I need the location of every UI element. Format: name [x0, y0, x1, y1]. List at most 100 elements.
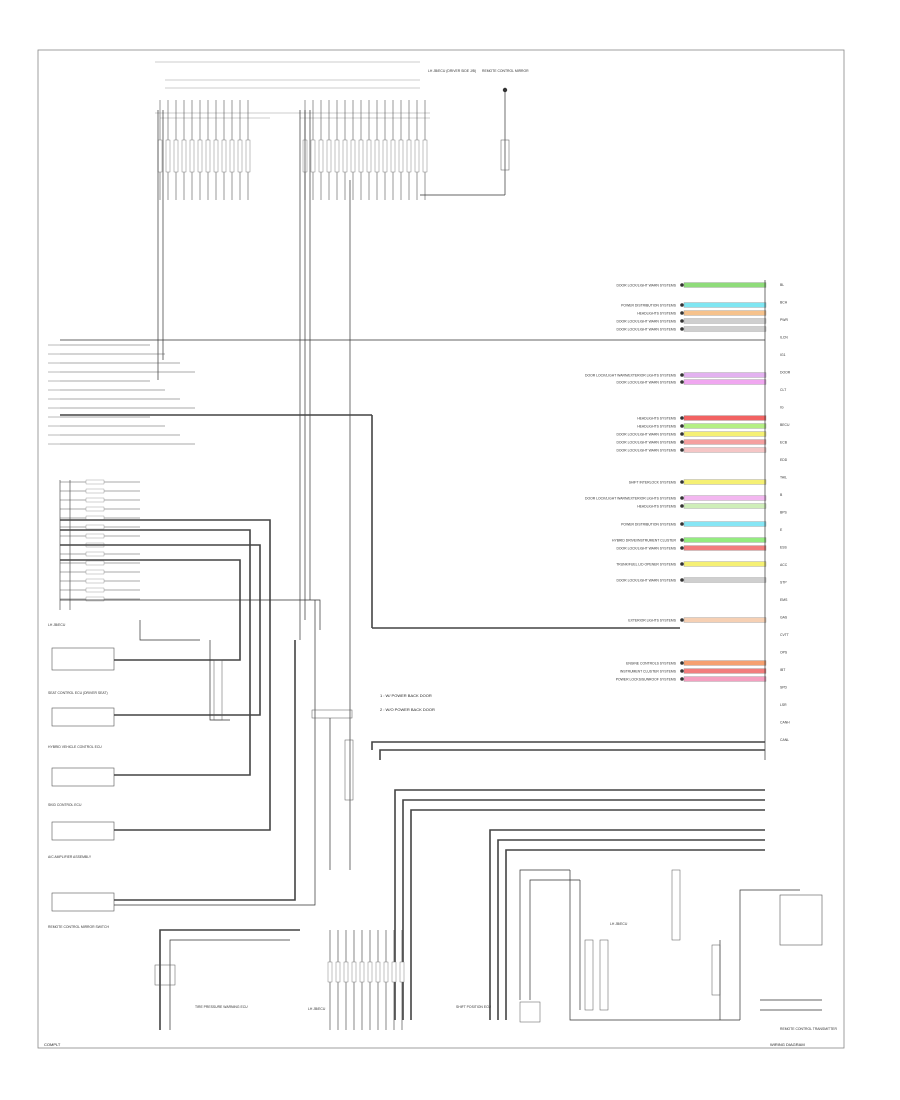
wire-row-label: DOOR LOCK/LIGHT WARN SYSTEMS [616, 578, 676, 582]
left-comp-5: REMOTE CONTROL MIRROR SWITCH [48, 925, 109, 929]
wire-row: DOOR LOCK/LIGHT WARN SYSTEMS [616, 318, 767, 324]
splice-dot-icon [680, 380, 684, 384]
wire-row: SHIFT INTERLOCK SYSTEMS [629, 479, 767, 485]
wire-row-label: HYBRID DRIVE/INSTRUMENT CLUSTER [612, 538, 677, 542]
splice-dot-icon [680, 562, 684, 566]
bottom-comp-0: TIRE PRESSURE WARNING ECU [195, 1005, 248, 1009]
splice-dot-icon [680, 319, 684, 323]
splice-dot-icon [680, 661, 684, 665]
right-pin-label: ESS [780, 546, 788, 550]
right-pin-label: GAS [780, 616, 788, 620]
right-pin-label: EDD [780, 458, 788, 462]
lower-right-wires [371, 741, 823, 1021]
wire-row-label: DOOR LOCK/LIGHT WARN/EXTERIOR LIGHTS SYS… [585, 373, 677, 377]
wire-row-label: DOOR LOCK/LIGHT WARN SYSTEMS [616, 432, 676, 436]
right-pin-label: BCH [780, 301, 788, 305]
wire-row: DOOR LOCK/LIGHT WARN/EXTERIOR LIGHTS SYS… [585, 372, 767, 378]
wire-row-label: DOOR LOCK/LIGHT WARN SYSTEMS [616, 327, 676, 331]
wire-row: HYBRID DRIVE/INSTRUMENT CLUSTER [612, 537, 767, 543]
splice-dot-icon [680, 432, 684, 436]
splice-dot-icon [680, 283, 684, 287]
wire-row-label: TRUNK/FUEL LID OPENER SYSTEMS [616, 562, 677, 566]
wire-row: POWER DISTRIBUTION SYSTEMS [621, 521, 767, 527]
right-pin-label: CANL [780, 738, 789, 742]
wire-row: HEADLIGHTS SYSTEMS [637, 503, 767, 509]
bottom-comp-3: LH JB/ECU [610, 922, 628, 926]
diagram-frame [37, 49, 845, 1049]
bottom-comp-2: SHIFT POSITION ECU [456, 1005, 492, 1009]
ground-terminal-icon [502, 87, 508, 93]
right-pin-label: ILCN [780, 336, 788, 340]
right-pin-label: STP [780, 581, 787, 585]
wire-row-label: DOOR LOCK/LIGHT WARN SYSTEMS [616, 440, 676, 444]
wire-row: INSTRUMENT CLUSTER SYSTEMS [620, 668, 767, 674]
wire-row: DOOR LOCK/LIGHT WARN SYSTEMS [616, 439, 767, 445]
left-comp-3: SKID CONTROL ECU [48, 803, 82, 807]
right-pin-label: IG [780, 406, 784, 410]
wire-row-label: INSTRUMENT CLUSTER SYSTEMS [620, 669, 677, 673]
wire-row-label: HEADLIGHTS SYSTEMS [637, 416, 677, 420]
splice-dot-icon [680, 373, 684, 377]
splice-dot-icon [680, 327, 684, 331]
left-components: LH JB/ECU SEAT CONTROL ECU (DRIVER SEAT)… [48, 623, 115, 929]
footer-right: WIRING DIAGRAM [770, 1042, 805, 1047]
right-pin-label: DOOR [780, 371, 791, 375]
right-pin-label: BL [780, 283, 784, 287]
wire-row: DOOR LOCK/LIGHT WARN SYSTEMS [616, 431, 767, 437]
splice-dot-icon [680, 504, 684, 508]
right-pin-label: E [780, 528, 783, 532]
splice-dot-icon [680, 618, 684, 622]
splice-dot-icon [680, 416, 684, 420]
right-pin-label: CVTT [780, 633, 789, 637]
right-pin-label: B [780, 493, 783, 497]
splice-dot-icon [680, 424, 684, 428]
right-pin-label: IBT [780, 668, 785, 672]
wire-row: DOOR LOCK/LIGHT WARN SYSTEMS [616, 577, 767, 583]
right-pin-label: LSR [780, 703, 787, 707]
wire-row: DOOR LOCK/LIGHT WARN SYSTEMS [616, 379, 767, 385]
mirror-connector [500, 139, 510, 171]
wire-row: HEADLIGHTS SYSTEMS [637, 423, 767, 429]
wire-row: EXTERIOR LIGHTS SYSTEMS [628, 617, 767, 623]
bottom-connectors [154, 929, 541, 1030]
wire-row-label: DOOR LOCK/LIGHT WARN/EXTERIOR LIGHTS SYS… [585, 496, 677, 500]
splice-dot-icon [680, 677, 684, 681]
right-pin-label: IG1 [780, 353, 786, 357]
right-pin-label: CLT [780, 388, 786, 392]
right-pin-label: CANH [780, 721, 790, 725]
wire-row-label: HEADLIGHTS SYSTEMS [637, 424, 677, 428]
wire-row: TRUNK/FUEL LID OPENER SYSTEMS [616, 561, 767, 567]
splice-dot-icon [680, 440, 684, 444]
left-upper-connector [48, 344, 195, 445]
splice-dot-icon [680, 546, 684, 550]
left-comp-0: LH JB/ECU [48, 623, 66, 627]
right-pin-label: TAIL [780, 476, 787, 480]
wire-row: POWER DISTRIBUTION SYSTEMS [621, 302, 767, 308]
top-wires-left [157, 100, 251, 200]
left-component-wires [60, 519, 354, 906]
left-comp-2: HYBRID VEHICLE CONTROL ECU [48, 745, 102, 749]
right-pin-label: OPS [780, 651, 788, 655]
splice-dot-icon [680, 311, 684, 315]
wire-row: HEADLIGHTS SYSTEMS [637, 310, 767, 316]
right-pin-label: ACC [780, 563, 788, 567]
splice-dot-icon [680, 448, 684, 452]
splice-dot-icon [680, 669, 684, 673]
right-pin-label: BECU [780, 423, 790, 427]
left-comp-4: A/C AMPLIFIER ASSEMBLY [48, 855, 92, 859]
wire-row-label: POWER DISTRIBUTION SYSTEMS [621, 522, 677, 526]
wire-row-label: POWER LOCKS/SUNROOF SYSTEMS [616, 677, 677, 681]
legend-item-1: 1 : W/ POWER BACK DOOR [380, 693, 432, 698]
left-trunk [157, 110, 351, 870]
wire-row-label: DOOR LOCK/LIGHT WARN SYSTEMS [616, 448, 676, 452]
wire-row-label: SHIFT INTERLOCK SYSTEMS [629, 480, 677, 484]
bottom-comp-4: REMOTE CONTROL TRANSMITTER [780, 1027, 837, 1031]
wire-row: DOOR LOCK/LIGHT WARN SYSTEMS [616, 545, 767, 551]
top-label-mirror: REMOTE CONTROL MIRROR [482, 69, 529, 73]
right-pin-label: PWR [780, 318, 788, 322]
right-pin-labels: BLBCHPWRILCNIG1DOORCLTIGBECUECBEDDTAILBB… [780, 283, 791, 742]
splice-dot-icon [680, 538, 684, 542]
wire-row: ENGINE CONTROLS SYSTEMS [626, 660, 767, 666]
wire-row-label: HEADLIGHTS SYSTEMS [637, 311, 677, 315]
